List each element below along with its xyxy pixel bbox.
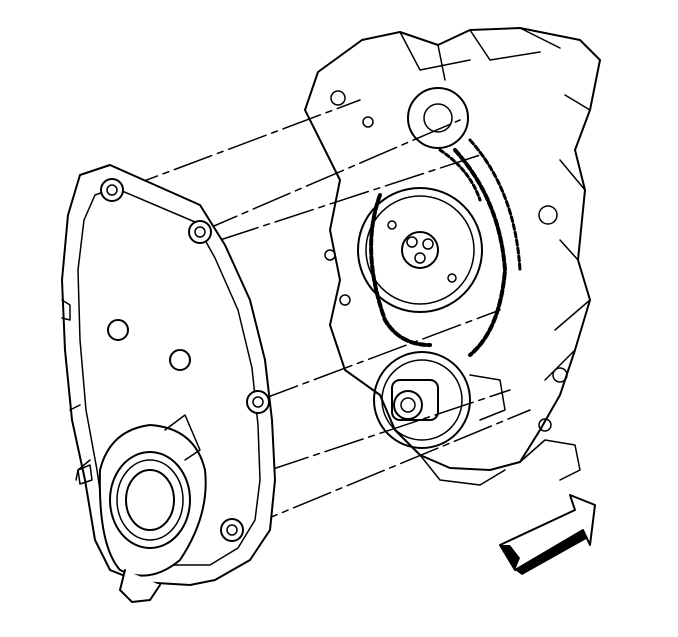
engine-front-cover <box>61 164 276 603</box>
cover-bolt <box>246 390 270 414</box>
alignment-lines <box>119 99 531 531</box>
cover-stud <box>77 464 93 485</box>
alignment-line <box>259 309 501 401</box>
engine-block-lower <box>419 439 581 486</box>
cover-hole <box>107 319 129 341</box>
cover-bolts <box>100 178 270 542</box>
cover-bolt <box>100 178 124 202</box>
alignment-line <box>119 99 361 191</box>
block-bolt-holes <box>324 90 568 432</box>
cover-inner-face <box>77 187 261 566</box>
cover-lower-spout <box>119 569 161 603</box>
cover-hole <box>169 349 191 371</box>
cover-bolt <box>220 518 244 542</box>
alignment-line <box>219 154 481 241</box>
alignment-line <box>269 389 511 471</box>
front-of-vehicle-arrow-icon <box>499 494 596 575</box>
upper-sprocket <box>407 87 469 149</box>
engine-block <box>304 27 601 486</box>
engine-block-deck <box>399 27 561 81</box>
alignment-line <box>199 119 461 233</box>
crankshaft-sprocket <box>373 351 506 449</box>
engine-block-right-edge <box>544 94 591 381</box>
engine-block-outline <box>304 27 601 471</box>
crank-seal-boss <box>98 424 207 577</box>
alignment-line <box>239 409 531 531</box>
cover-rib <box>164 414 201 461</box>
cover-bolt <box>188 220 212 244</box>
timing-chain <box>369 138 522 357</box>
camshaft-sprocket <box>357 187 483 313</box>
